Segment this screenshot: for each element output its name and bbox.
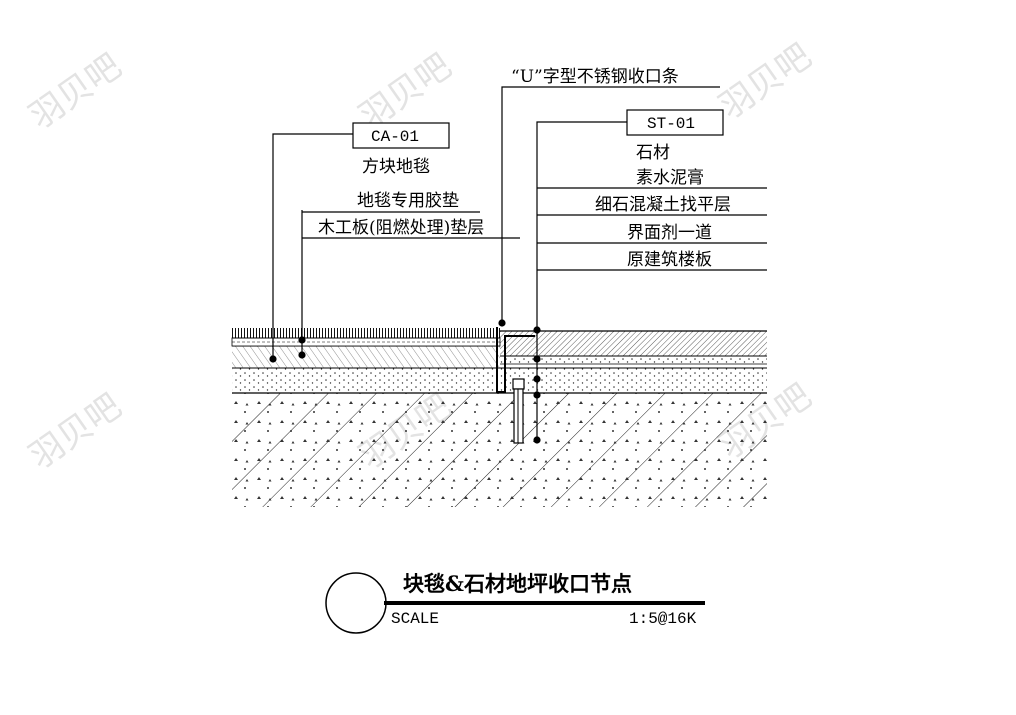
drawing-title: 块毯&石材地坪收口节点 xyxy=(403,571,632,596)
detail-bubble xyxy=(325,572,387,634)
label-plywood: 木工板(阻燃处理)垫层 xyxy=(318,218,484,238)
label-carpet: 方块地毯 xyxy=(362,157,430,177)
u-strip-profile xyxy=(496,327,535,393)
watermark: 羽贝吧 xyxy=(22,46,128,137)
leader-lines xyxy=(272,86,767,440)
label-u-strip: “U”字型不锈钢收口条 xyxy=(511,67,679,87)
title-block: 块毯&石材地坪收口节点 SCALE 1:5@16K xyxy=(325,571,705,634)
scale-label: SCALE xyxy=(391,610,439,628)
annotation-labels: “U”字型不锈钢收口条 CA-01 方块地毯 地毯专用胶垫 木工板(阻燃处理)垫… xyxy=(318,67,731,270)
ca-tag-box xyxy=(352,122,450,149)
scale-value: 1:5@16K xyxy=(629,610,697,628)
leader-dots xyxy=(269,319,541,444)
label-screed: 细石混凝土找平层 xyxy=(595,195,731,215)
label-carpet-pad: 地毯专用胶垫 xyxy=(357,191,459,211)
plywood-layer xyxy=(232,346,500,368)
carpet-layer xyxy=(232,328,500,338)
watermark: 羽贝吧 xyxy=(712,36,818,127)
anchor-bolt xyxy=(512,378,525,390)
label-st-tag: ST-01 xyxy=(647,115,695,133)
floor-section xyxy=(231,327,767,507)
label-interface-agent: 界面剂一道 xyxy=(627,223,712,243)
label-slab: 原建筑楼板 xyxy=(627,250,712,270)
stone-layer xyxy=(500,331,767,356)
screed-layer xyxy=(232,368,767,393)
cement-paste-layer xyxy=(500,356,767,364)
watermark: 羽贝吧 xyxy=(22,386,128,477)
label-stone: 石材 xyxy=(636,143,670,163)
st-tag-box xyxy=(626,109,724,136)
label-ca-tag: CA-01 xyxy=(371,128,419,146)
label-cement-paste: 素水泥膏 xyxy=(636,167,704,188)
